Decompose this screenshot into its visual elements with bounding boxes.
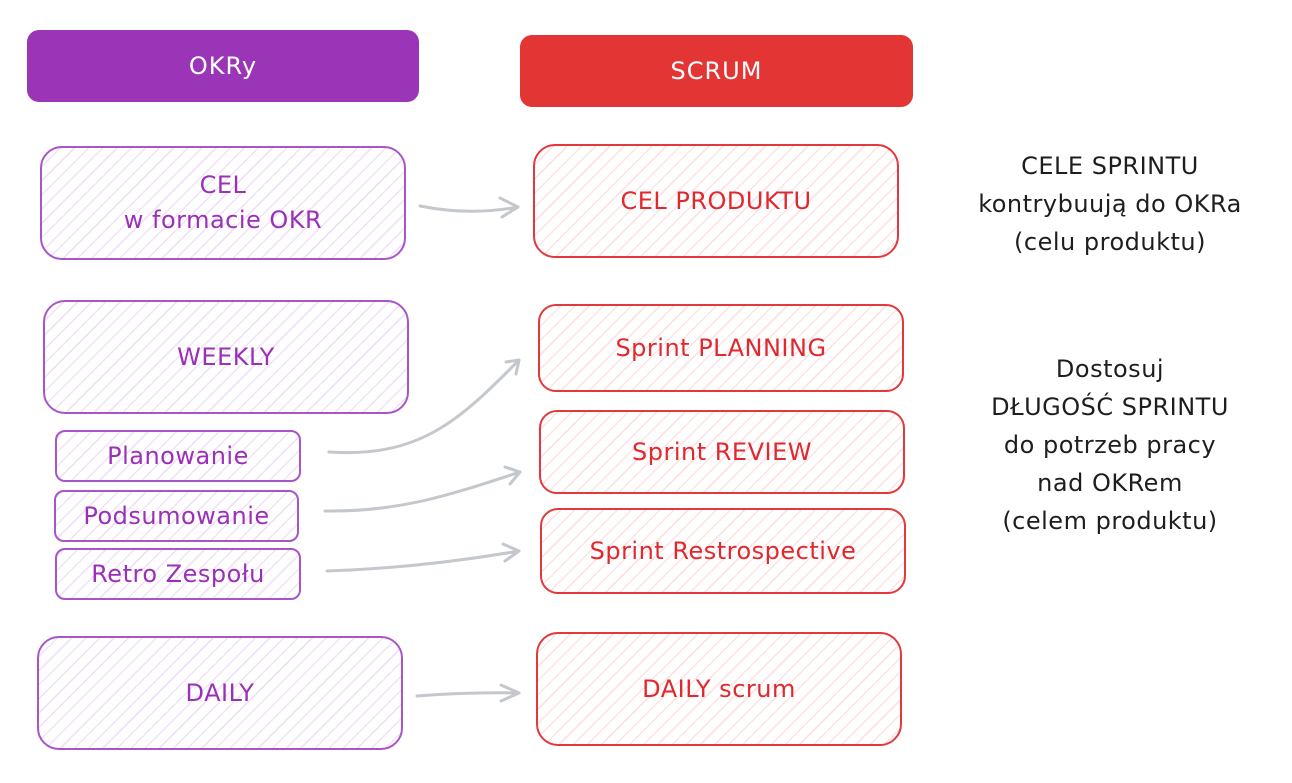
sprint-retrospective-label: Sprint Restrospective [589,536,857,565]
note-line: kontrybuują do OKRa [978,190,1242,218]
okr-daily-label: DAILY [185,678,255,707]
arrow-daily [415,683,521,703]
scrum-header: SCRUM [520,35,913,107]
note-line: do potrzeb pracy [1003,431,1217,459]
sprint-review-box: Sprint REVIEW [539,410,905,494]
weekly-item-retro: Retro Zespołu [55,548,301,600]
sprint-planning-label: Sprint PLANNING [615,333,827,362]
sprint-retrospective-box: Sprint Restrospective [540,508,906,594]
arrow-goal [418,196,520,219]
note-line: CELE SPRINTU [1021,152,1199,180]
note-line: Dostosuj [1055,355,1165,383]
weekly-item-podsumowanie: Podsumowanie [54,490,299,542]
note-sprint-length: Dostosuj DŁUGOŚĆ SPRINTU do potrzeb prac… [930,350,1290,540]
scrum-product-goal-label: CEL PRODUKTU [620,186,812,215]
arrow-review [323,465,522,513]
okr-weekly-box: WEEKLY [43,300,409,414]
okr-daily-box: DAILY [37,636,403,750]
weekly-item-label: Planowanie [107,441,249,470]
sprint-planning-box: Sprint PLANNING [538,304,904,392]
weekly-item-planowanie: Planowanie [55,430,301,482]
okr-weekly-label: WEEKLY [177,342,275,371]
daily-scrum-label: DAILY scrum [642,674,796,703]
note-line: (celem produktu) [1002,507,1218,535]
okr-header: OKRy [27,30,419,102]
okr-goal-line-2: w formacie OKR [123,206,323,234]
weekly-item-label: Retro Zespołu [91,559,265,588]
note-line: DŁUGOŚĆ SPRINTU [991,393,1229,421]
okr-goal-line-1: CEL [199,171,247,200]
note-line: (celu produktu) [1014,228,1206,256]
note-line: nad OKRem [1037,469,1183,497]
arrow-retro [325,542,521,573]
weekly-item-label: Podsumowanie [83,501,270,530]
okr-header-label: OKRy [188,52,258,80]
okr-goal-box: CEL w formacie OKR [40,146,406,260]
sprint-review-label: Sprint REVIEW [632,437,812,466]
daily-scrum-box: DAILY scrum [536,632,902,746]
note-sprint-goals: CELE SPRINTU kontrybuują do OKRa (celu p… [930,147,1290,261]
scrum-header-label: SCRUM [670,57,763,85]
scrum-product-goal-box: CEL PRODUKTU [533,144,899,258]
